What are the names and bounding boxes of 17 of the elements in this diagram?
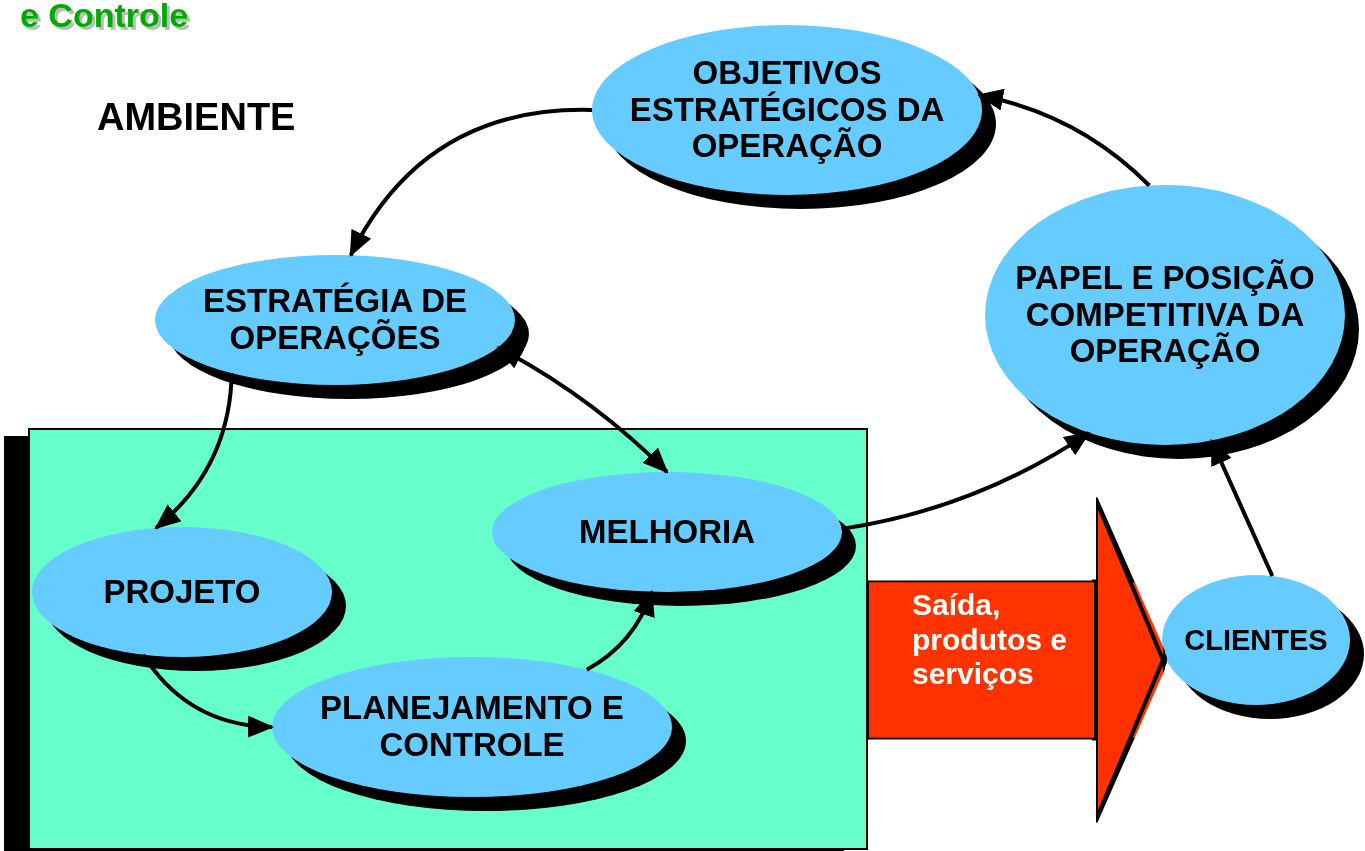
node-text: PROJETO [103, 573, 261, 611]
node-text: PAPEL E POSIÇÃO COMPETITIVA DA OPERAÇÃO [1015, 259, 1315, 371]
arrow [1209, 438, 1275, 577]
block-arrow [869, 498, 1165, 822]
label-text: AMBIENTE [97, 96, 296, 139]
node-text: PLANEJAMENTO E CONTROLE [319, 690, 625, 764]
arrow [585, 589, 654, 672]
arrow [141, 653, 274, 737]
arrow [977, 89, 1151, 187]
title: e Controle [20, 0, 189, 35]
node-text: ESTRATÉGIA DE OPERAÇÕES [202, 283, 468, 357]
node-text: OBJETIVOS ESTRATÉGICOS DA OPERAÇÃO [628, 54, 946, 166]
node-text: CLIENTES [1184, 623, 1328, 657]
node-text: MELHORIA [579, 513, 755, 551]
arrow [496, 345, 669, 474]
arrow [348, 108, 593, 257]
arrow [154, 373, 234, 530]
